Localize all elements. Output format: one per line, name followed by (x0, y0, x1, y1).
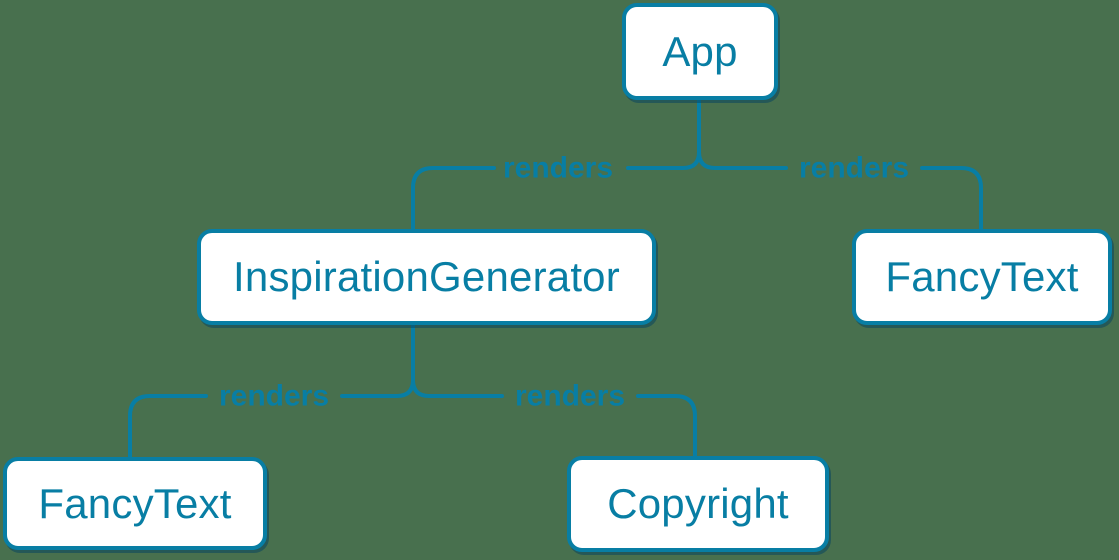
edge-app-fancytext-line-right (920, 166, 983, 234)
node-fancy-text-bottom-left-label: FancyText (38, 479, 232, 527)
edge-label-renders: renders (503, 152, 613, 185)
edge-app-inspirationgenerator-line-left (411, 166, 496, 234)
edge-label-renders: renders (799, 152, 909, 185)
edge-inspirationgenerator-fancytext-line-right (340, 322, 415, 398)
node-copyright-label: Copyright (607, 480, 789, 527)
edge-label-renders: renders (515, 380, 625, 413)
edge-inspirationgenerator-fancytext-line-left (128, 394, 208, 462)
node-app-label: App (662, 27, 738, 75)
node-app: App (622, 3, 778, 100)
edge-app-inspirationgenerator-line-right (626, 96, 701, 170)
edge-app-fancytext-line-left (697, 96, 788, 170)
edge-inspirationgenerator-copyright-line-left (411, 322, 504, 398)
node-fancy-text-top-right: FancyText (852, 229, 1112, 325)
node-fancy-text-top-right-label: FancyText (885, 253, 1079, 300)
node-inspiration-generator: InspirationGenerator (197, 229, 656, 325)
edge-inspirationgenerator-copyright-line-right (636, 394, 697, 461)
node-fancy-text-bottom-left: FancyText (3, 457, 267, 550)
edge-label-renders: renders (219, 380, 329, 413)
node-inspiration-generator-label: InspirationGenerator (233, 253, 620, 300)
node-copyright: Copyright (567, 456, 829, 552)
